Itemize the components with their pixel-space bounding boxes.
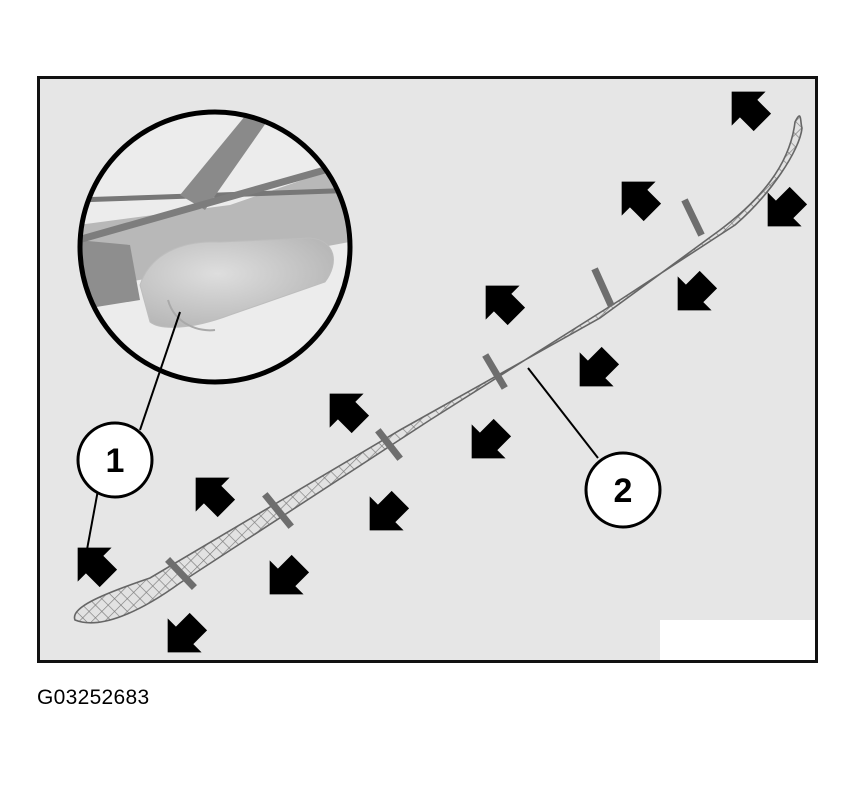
callout-1: 1: [76, 421, 154, 499]
callout-2: 2: [584, 451, 662, 529]
callout-2-leader: [527, 367, 599, 459]
mesh-grille-strip: [73, 115, 803, 624]
clip-detail-magnifier: [77, 109, 353, 385]
callout-1-leader-bottom: [85, 489, 99, 556]
figure-caption: G03252683: [37, 686, 150, 709]
callout-1-leader-top: [139, 311, 181, 431]
callout-1-number: 1: [106, 442, 125, 480]
callout-2-number: 2: [614, 472, 633, 510]
corner-blank-area: [660, 620, 815, 660]
